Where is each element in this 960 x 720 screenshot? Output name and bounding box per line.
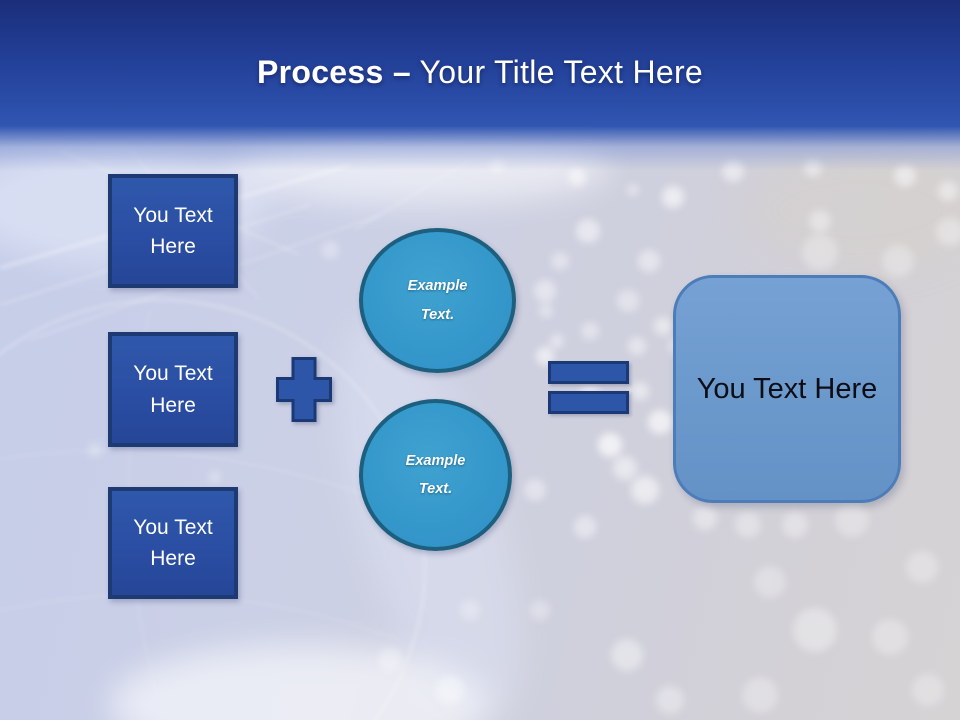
plus-operator-shape[interactable] (276, 357, 332, 422)
equals-bar-bottom (548, 391, 629, 414)
title-separator: – (392, 54, 411, 90)
input-box-2-label: You Text Here (133, 362, 213, 417)
title-rest: Your Title Text Here (419, 54, 704, 90)
result-box[interactable]: You Text Here (673, 275, 901, 503)
plus-icon (276, 357, 332, 422)
title-emphasis: Process (256, 54, 384, 90)
example-circle-1-label: Example Text. (407, 278, 468, 323)
equals-operator-shape[interactable] (548, 361, 629, 414)
example-circle-2[interactable]: Example Text. (359, 399, 512, 551)
input-box-2[interactable]: You Text Here (108, 332, 238, 447)
equals-bar-top (548, 361, 629, 384)
input-box-3-label: You Text Here (133, 515, 213, 571)
input-box-1[interactable]: You Text Here (108, 174, 238, 288)
input-box-3[interactable]: You Text Here (108, 487, 238, 599)
input-box-1-label: You Text Here (133, 203, 213, 259)
example-circle-2-label: Example Text. (405, 452, 466, 497)
example-circle-1[interactable]: Example Text. (359, 228, 516, 373)
result-box-label: You Text Here (696, 372, 878, 405)
header-band (0, 0, 960, 170)
slide-title[interactable]: Process – Your Title Text Here (0, 54, 960, 91)
